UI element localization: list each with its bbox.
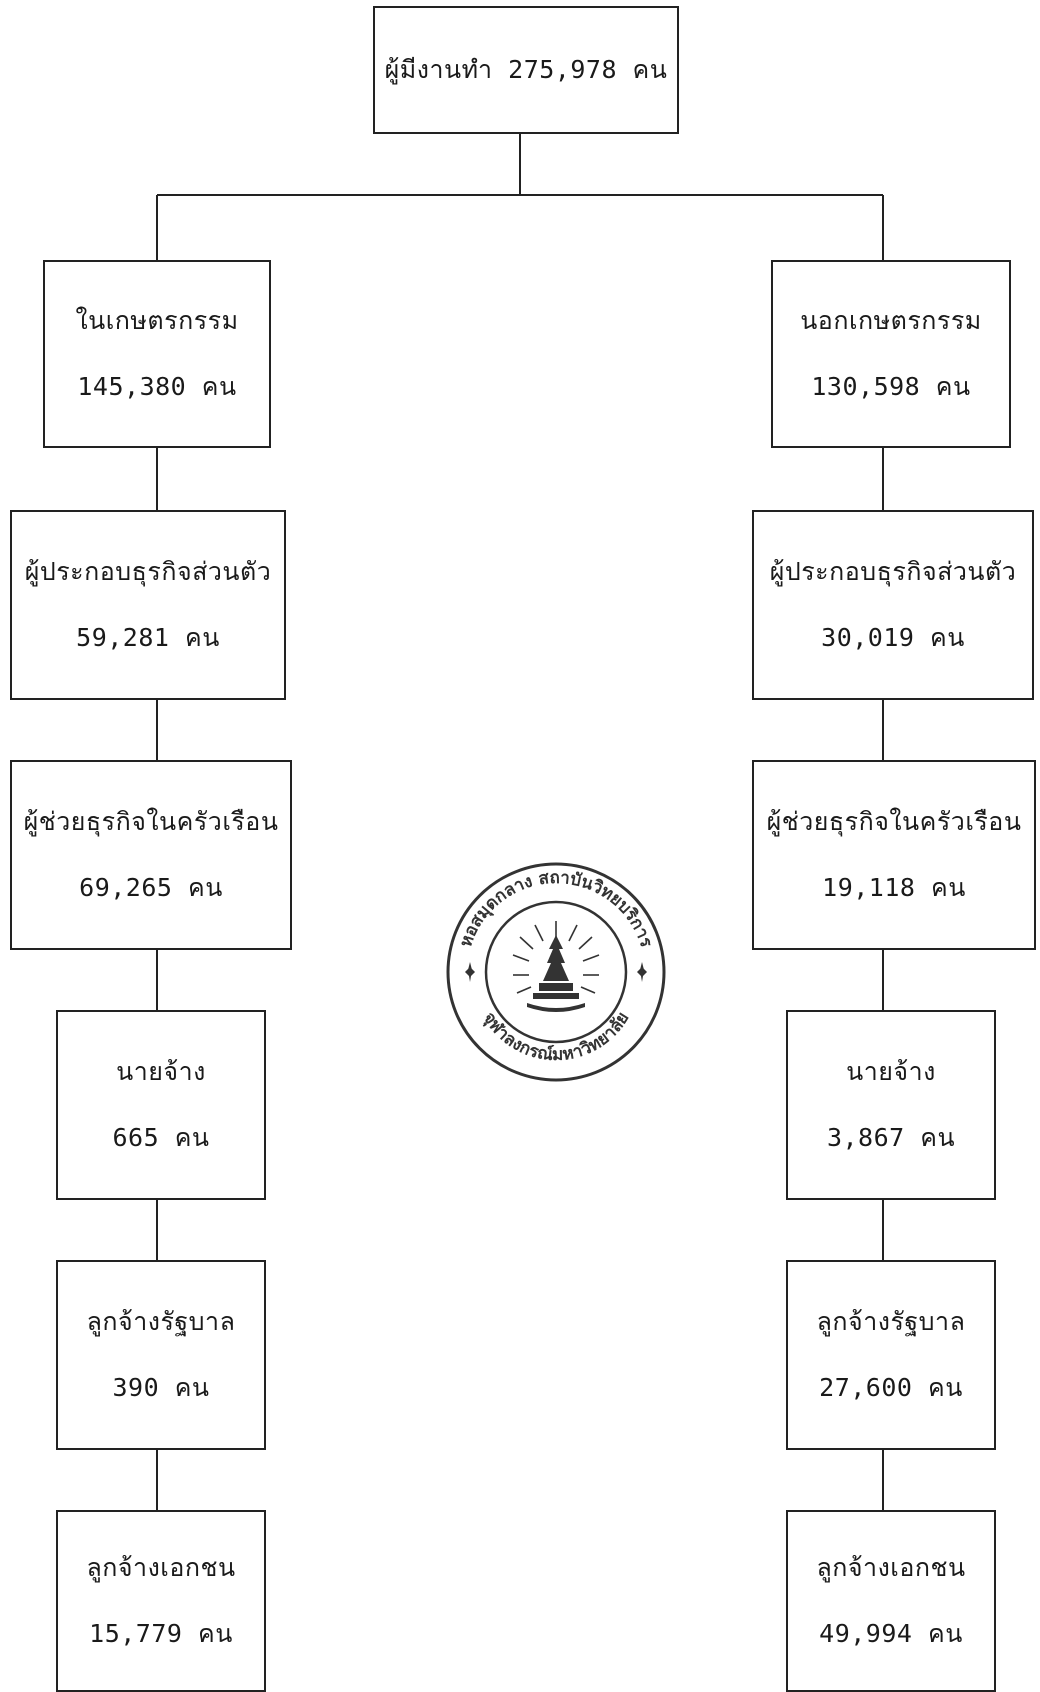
node-title: นอกเกษตรกรรม — [800, 306, 982, 335]
node-value: 145,380 คน — [77, 372, 237, 401]
node-title: ลูกจ้างรัฐบาล — [86, 1307, 236, 1336]
node-value: 665 คน — [112, 1123, 210, 1152]
node-title: ลูกจ้างรัฐบาล — [816, 1307, 966, 1336]
left-node-family-worker: ผู้ช่วยธุรกิจในครัวเรือน 69,265 คน — [10, 760, 292, 950]
node-value: 27,600 คน — [819, 1373, 963, 1402]
root-label: ผู้มีงานทำ 275,978 คน — [384, 55, 668, 84]
node-value: 19,118 คน — [822, 873, 966, 902]
seal-emblem-icon — [512, 921, 600, 994]
node-title: นายจ้าง — [116, 1057, 206, 1086]
right-node-government-employee: ลูกจ้างรัฐบาล 27,600 คน — [786, 1260, 996, 1450]
left-node-own-account: ผู้ประกอบธุรกิจส่วนตัว 59,281 คน — [10, 510, 286, 700]
seal-crown-icon — [527, 935, 585, 1012]
seal-star-left-icon — [465, 962, 475, 982]
node-title: ผู้ช่วยธุรกิจในครัวเรือน — [23, 807, 279, 836]
left-node-private-employee: ลูกจ้างเอกชน 15,779 คน — [56, 1510, 266, 1692]
node-title: ผู้ช่วยธุรกิจในครัวเรือน — [766, 807, 1022, 836]
node-title: ลูกจ้างเอกชน — [816, 1553, 966, 1582]
left-node-government-employee: ลูกจ้างรัฐบาล 390 คน — [56, 1260, 266, 1450]
node-value: 15,779 คน — [89, 1619, 233, 1648]
node-value: 69,265 คน — [79, 873, 223, 902]
right-node-own-account: ผู้ประกอบธุรกิจส่วนตัว 30,019 คน — [752, 510, 1034, 700]
node-title: ผู้ประกอบธุรกิจส่วนตัว — [769, 557, 1017, 586]
node-value: 59,281 คน — [76, 623, 220, 652]
root-node: ผู้มีงานทำ 275,978 คน — [373, 6, 679, 134]
node-title: ลูกจ้างเอกชน — [86, 1553, 236, 1582]
node-value: 49,994 คน — [819, 1619, 963, 1648]
node-value: 30,019 คน — [821, 623, 965, 652]
right-node-non-agriculture: นอกเกษตรกรรม 130,598 คน — [771, 260, 1011, 448]
node-value: 3,867 คน — [826, 1123, 956, 1152]
left-node-agriculture: ในเกษตรกรรม 145,380 คน — [43, 260, 271, 448]
left-node-employer: นายจ้าง 665 คน — [56, 1010, 266, 1200]
right-node-private-employee: ลูกจ้างเอกชน 49,994 คน — [786, 1510, 996, 1692]
right-node-employer: นายจ้าง 3,867 คน — [786, 1010, 996, 1200]
library-stamp-seal: หอสมุดกลาง สถาบันวิทยบริการ จุฬาลงกรณ์มห… — [446, 862, 666, 1082]
right-node-family-worker: ผู้ช่วยธุรกิจในครัวเรือน 19,118 คน — [752, 760, 1036, 950]
node-title: ผู้ประกอบธุรกิจส่วนตัว — [24, 557, 272, 586]
seal-star-right-icon — [637, 962, 647, 982]
node-title: นายจ้าง — [846, 1057, 936, 1086]
node-value: 130,598 คน — [811, 372, 971, 401]
node-title: ในเกษตรกรรม — [75, 306, 239, 335]
node-value: 390 คน — [112, 1373, 210, 1402]
